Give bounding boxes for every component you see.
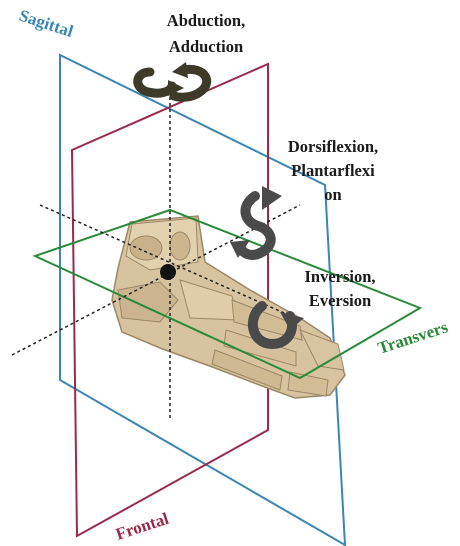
sagittal-label: Sagittal <box>17 6 76 41</box>
dorsiflexion-label-line2: Plantarflexi <box>291 161 375 180</box>
abduction-label-line1: Abduction, <box>167 11 245 30</box>
inversion-label-line2: Eversion <box>309 291 371 310</box>
abduction-label-line2: Adduction <box>169 37 243 56</box>
transverse-label: Transvers <box>375 317 450 358</box>
dorsiflexion-label-line3: on <box>324 185 341 204</box>
origin-point-icon <box>160 264 176 280</box>
rotation-arrow-icon <box>230 186 282 258</box>
rotation-arrow-icon <box>138 62 207 97</box>
frontal-label: Frontal <box>113 509 171 544</box>
dorsiflexion-label-line1: Dorsiflexion, <box>288 137 378 156</box>
inversion-label-line1: Inversion, <box>304 267 375 286</box>
